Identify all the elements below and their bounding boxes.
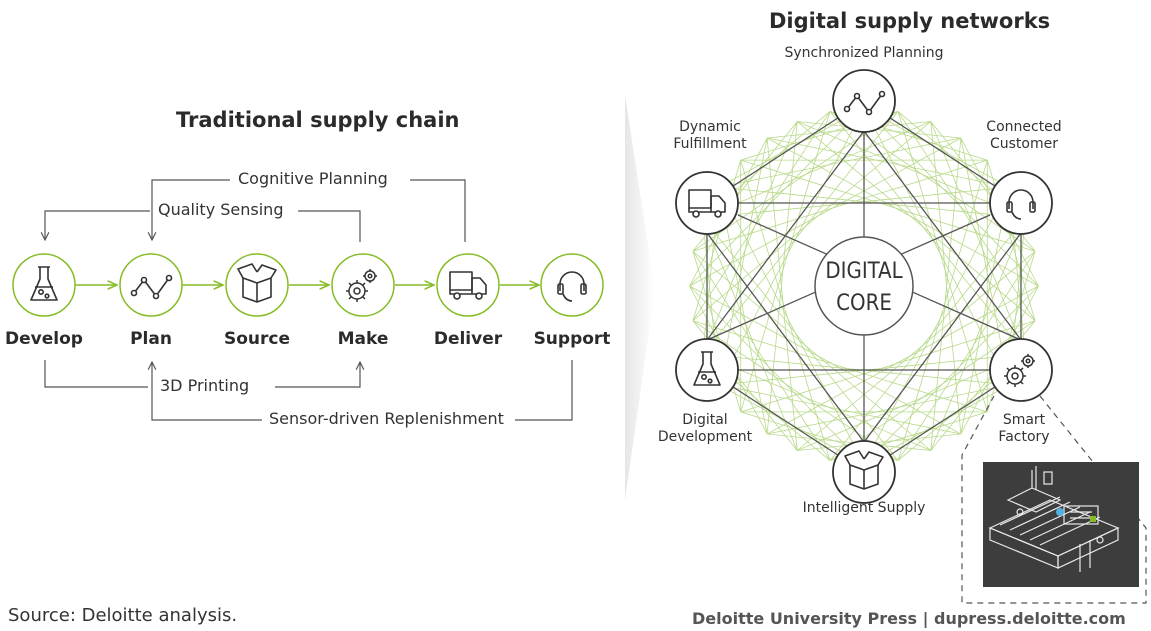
stage-make [331,253,395,317]
3d-printing-flow [44,360,360,388]
flask-icon [693,351,721,386]
node-intelligent-supply [832,440,896,504]
label-connected-customer-1: Connected [986,119,1062,135]
truck-icon [449,271,487,300]
stage-support [540,253,604,317]
stage-label-develop: Develop [5,329,83,349]
digital-core [814,236,914,336]
trend-line-icon [130,274,173,300]
quality-sensing-flow [45,210,361,242]
stage-plan [119,253,183,317]
label-connected-customer-2: Customer [989,136,1058,152]
stage-label-make: Make [337,329,389,349]
headset-icon [557,271,587,302]
traditional-title: Traditional supply chain [176,108,460,132]
label-digital-development-1: Digital [682,412,728,428]
stage-label-deliver: Deliver [433,329,503,349]
source-note: Source: Deloitte analysis. [8,605,238,626]
stage-deliver [436,253,500,317]
label-intelligent-supply: Intelligent Supply [802,500,926,516]
stage-label-plan: Plan [130,329,172,349]
quality-sensing-label: Quality Sensing [154,200,288,219]
node-digital-development [675,338,739,402]
headset-icon [1006,189,1036,220]
label-smart-factory-1: Smart [1002,412,1046,428]
trend-line-icon [843,90,886,116]
label-synchronized-planning: Synchronized Planning [784,45,944,61]
factory-illustration [983,462,1139,587]
stage-label-support: Support [533,329,611,349]
cognitive-planning-label: Cognitive Planning [234,169,392,188]
cognitive-planning-flow [152,179,466,242]
stage-develop [12,253,76,317]
label-dynamic-fulfillment-2: Fulfillment [673,136,747,152]
gears-icon [346,269,377,302]
node-connected-customer [989,171,1053,235]
label-dynamic-fulfillment-1: Dynamic [679,119,741,135]
label-digital-development-2: Development [657,429,753,445]
box-icon [237,263,277,303]
stage-label-source: Source [223,329,291,349]
label-smart-factory-2: Factory [998,429,1050,445]
network-title: Digital supply networks [769,9,1051,33]
flask-icon [30,266,58,301]
sensor-replenishment-flow [152,360,573,421]
factory-callout [961,395,1147,604]
core-label-line2: CORE [836,291,892,316]
node-dynamic-fulfillment [675,171,739,235]
stage-source [225,253,289,317]
3d-printing-label: 3D Printing [156,376,254,395]
transition-wedge [625,95,655,500]
box-icon [844,450,884,490]
node-synchronized-planning [832,69,896,133]
node-smart-factory [989,338,1053,402]
sensor-replenishment-label: Sensor-driven Replenishment [265,409,508,428]
publisher-credit: Deloitte University Press | dupress.delo… [692,609,1126,628]
core-label-line1: DIGITAL [825,259,903,284]
gears-icon [1004,354,1035,387]
truck-icon [688,189,726,218]
